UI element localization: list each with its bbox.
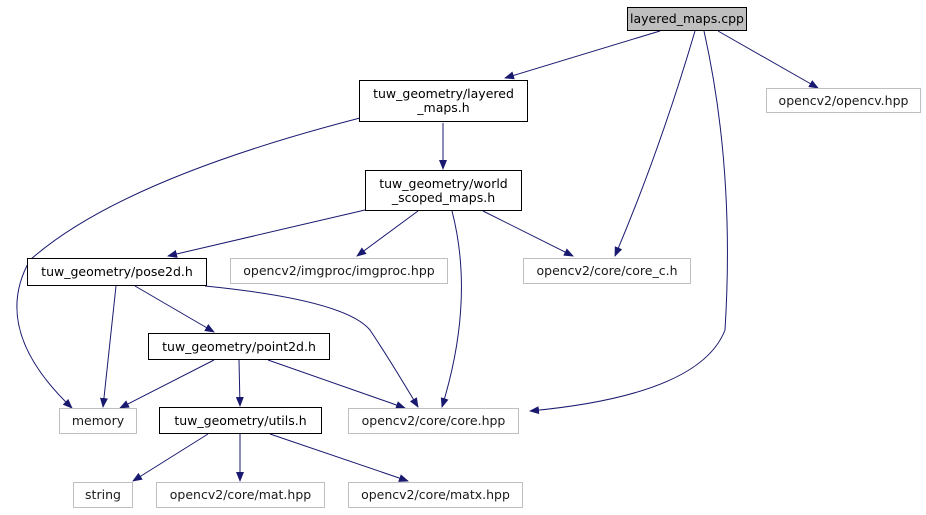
- node-point2d-h[interactable]: tuw_geometry/point2d.h: [148, 333, 330, 360]
- edge-pose2d-to-point2d: [134, 285, 215, 333]
- edge-cpp-to-core-hpp: [529, 30, 728, 415]
- edge-world-to-core-hpp: [440, 210, 462, 408]
- edge-point2d-to-core-hpp: [267, 359, 406, 409]
- node-core-hpp: opencv2/core/core.hpp: [348, 408, 519, 434]
- edge-layered-to-memory: [16, 117, 361, 409]
- node-memory: memory: [59, 408, 137, 434]
- node-matx-hpp: opencv2/core/matx.hpp: [348, 482, 523, 508]
- node-pose2d-h[interactable]: tuw_geometry/pose2d.h: [27, 258, 207, 286]
- node-utils-h[interactable]: tuw_geometry/utils.h: [159, 407, 322, 434]
- edge-world-to-imgproc: [356, 210, 419, 257]
- node-mat-hpp: opencv2/core/mat.hpp: [156, 482, 325, 508]
- edge-cpp-to-core-c-h: [614, 30, 696, 257]
- edge-utils-to-matx: [269, 433, 409, 482]
- node-imgproc-hpp: opencv2/imgproc/imgproc.hpp: [230, 258, 448, 284]
- edge-world-to-core-c-h: [482, 210, 574, 257]
- node-layered-maps-cpp: layered_maps.cpp: [627, 7, 747, 31]
- edge-point2d-to-utils: [235, 359, 244, 407]
- node-world-scoped-maps-h[interactable]: tuw_geometry/world _scoped_maps.h: [365, 170, 522, 211]
- edge-cpp-to-layered-maps-h: [504, 30, 661, 80]
- node-string: string: [73, 482, 133, 508]
- node-opencv-hpp: opencv2/opencv.hpp: [766, 88, 921, 113]
- edge-pose2d-to-memory: [99, 285, 117, 408]
- edge-pose2d-to-core-hpp: [204, 285, 419, 408]
- edge-world-to-pose2d: [167, 209, 366, 258]
- node-layered-maps-h[interactable]: tuw_geometry/layered _maps.h: [359, 80, 528, 122]
- edge-utils-to-string: [132, 433, 209, 482]
- edge-point2d-to-memory: [119, 359, 215, 409]
- edge-cpp-to-opencv-hpp: [717, 30, 819, 89]
- node-core-c-h: opencv2/core/core_c.h: [523, 258, 691, 284]
